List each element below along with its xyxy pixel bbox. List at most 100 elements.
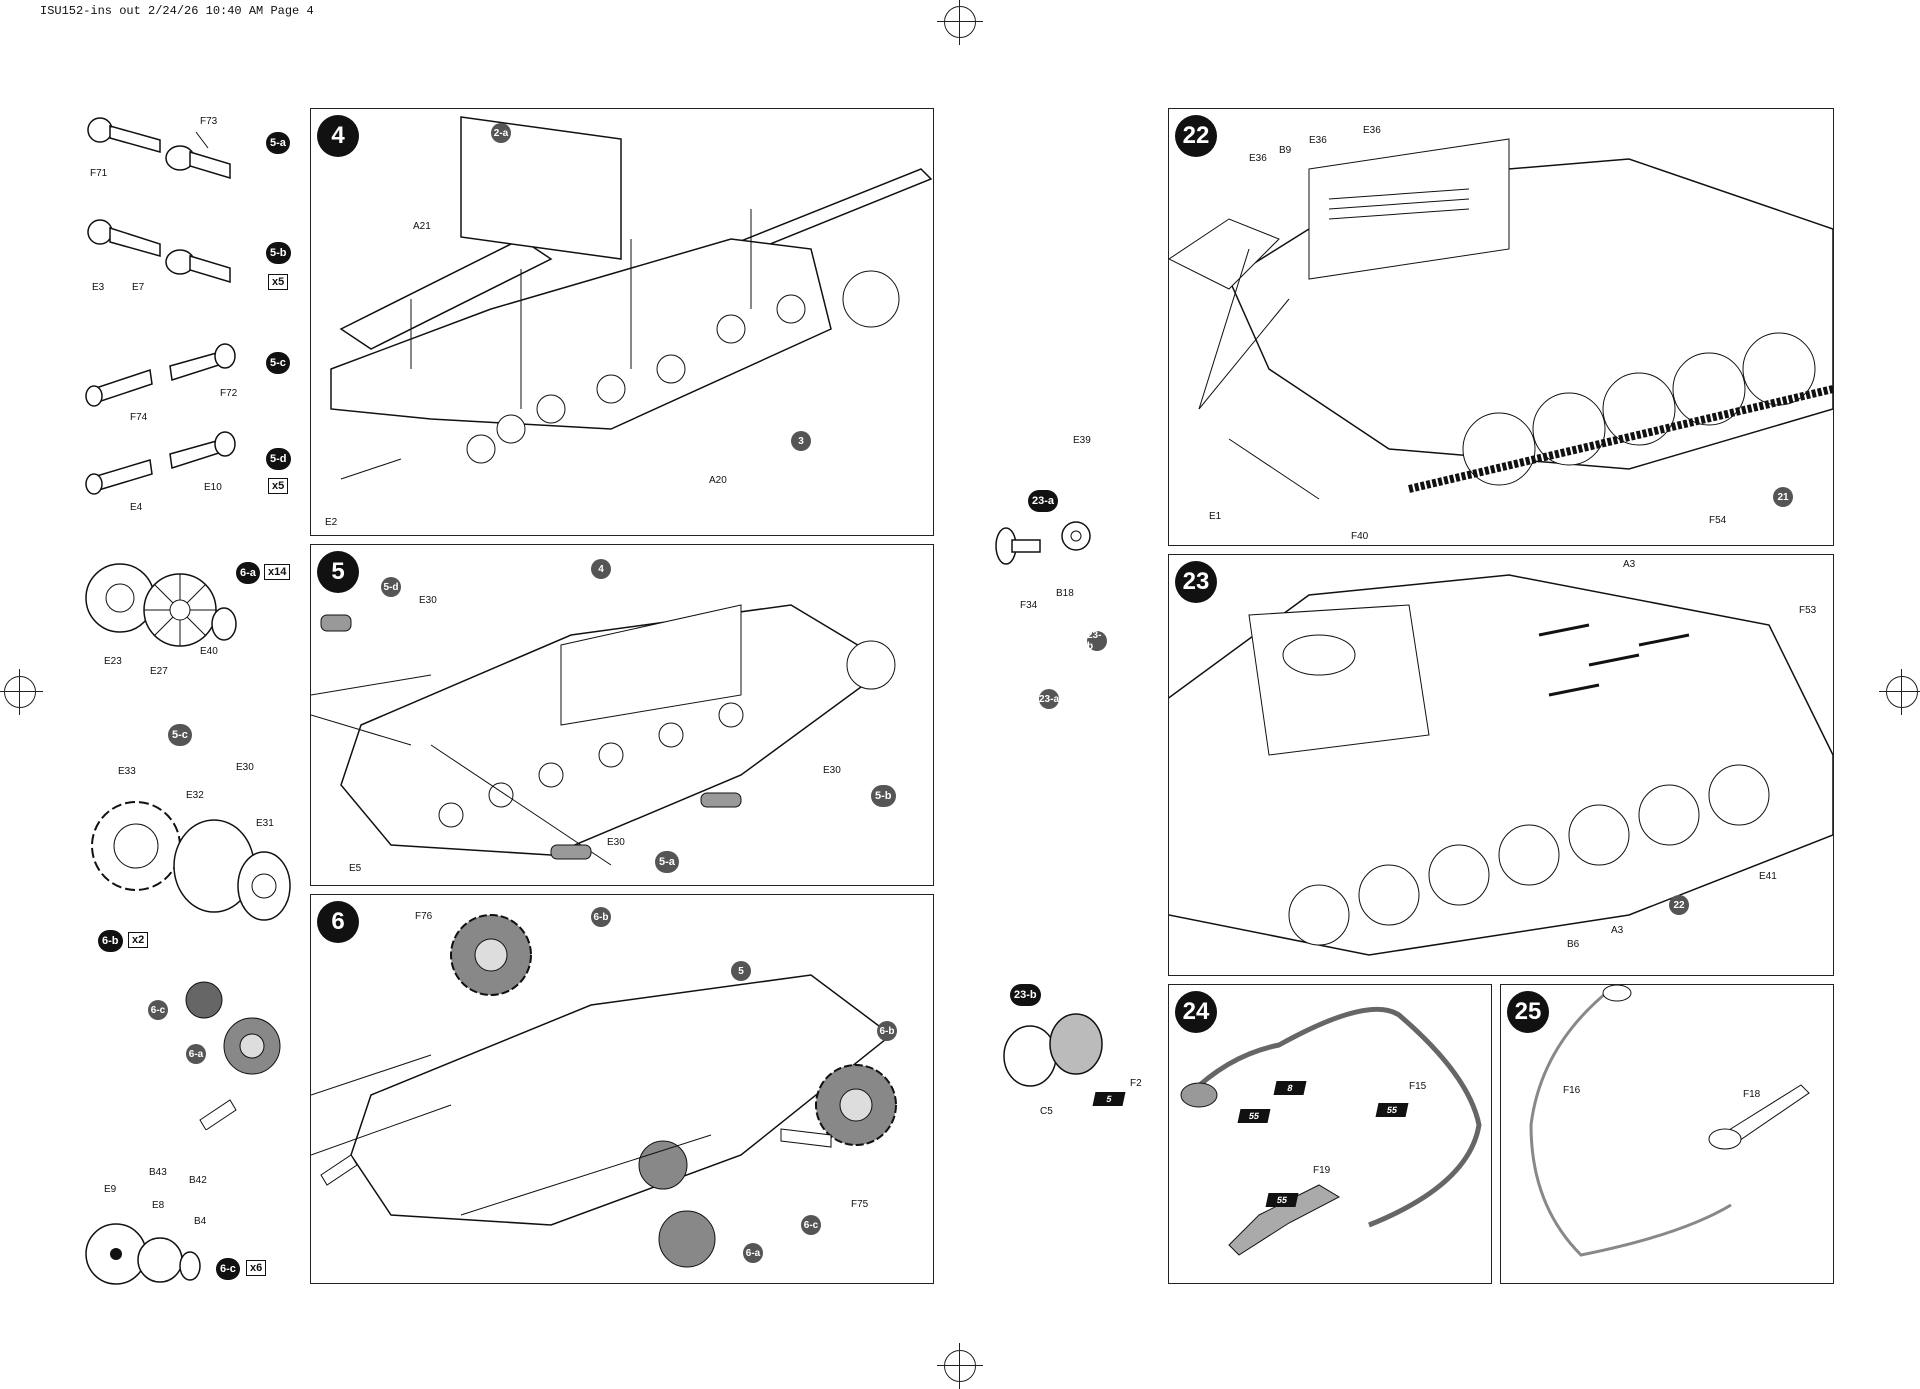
callout-badge: 5-b xyxy=(871,785,896,807)
step-6-drawing xyxy=(311,914,897,1268)
step-4-panel: 4 2-a A21 A20 3 E2 xyxy=(310,108,934,536)
subassembly-23a-drawing xyxy=(995,521,1091,565)
part-label: F40 xyxy=(1351,531,1369,542)
part-label: A3 xyxy=(1623,559,1636,570)
subassembly-5d-drawing xyxy=(85,431,236,495)
callout-badge: 6-b xyxy=(877,1021,897,1041)
step-number: 6 xyxy=(317,901,359,943)
part-label: B6 xyxy=(1567,939,1580,950)
subassembly-6c-drawing xyxy=(85,1223,201,1285)
badge-6c: 6-c xyxy=(216,1258,240,1280)
callout-badge: 5 xyxy=(731,961,751,981)
callout-badge: 22 xyxy=(1669,895,1689,915)
callout-badge: 3 xyxy=(791,431,811,451)
badge-5c: 5-c xyxy=(266,352,290,374)
part-label: E7 xyxy=(132,282,145,293)
part-label: E36 xyxy=(1249,153,1267,164)
part-label: F2 xyxy=(1130,1078,1142,1089)
decal-star: 5 xyxy=(1092,1092,1126,1106)
part-label: E36 xyxy=(1309,135,1327,146)
step-number: 25 xyxy=(1507,991,1549,1033)
part-label: F73 xyxy=(200,116,218,127)
callout-badge: 23-b xyxy=(1087,630,1107,652)
part-label: F75 xyxy=(851,1199,869,1210)
callout-badge: 6-a xyxy=(186,1044,206,1064)
part-label: E2 xyxy=(325,517,338,528)
part-label: B43 xyxy=(149,1167,167,1178)
step-5-panel: 5 4 5-d E30 E30 5-b E30 5-a E5 xyxy=(310,544,934,886)
step-25-panel: 25 F16 F18 xyxy=(1500,984,1834,1284)
quantity-box: x5 xyxy=(268,274,289,290)
part-label: E3 xyxy=(92,282,105,293)
callout-badge: 6-b xyxy=(591,907,611,927)
part-label: E30 xyxy=(823,765,841,776)
part-label: F15 xyxy=(1409,1081,1427,1092)
part-label: E31 xyxy=(256,818,274,829)
badge-5b: 5-b xyxy=(266,242,291,264)
subassembly-5b-drawing xyxy=(87,219,231,284)
callout-badge: 4 xyxy=(591,559,611,579)
decal-star: 55 xyxy=(1237,1109,1271,1123)
callout-badge: 6-c xyxy=(801,1215,821,1235)
badge-23b: 23-b xyxy=(1010,984,1041,1006)
part-label: E27 xyxy=(150,666,168,677)
part-label: E1 xyxy=(1209,511,1222,522)
part-label: F19 xyxy=(1313,1165,1331,1176)
callout-badge: 6-a xyxy=(743,1243,763,1263)
quantity-box: x6 xyxy=(246,1260,267,1276)
step-24-drawing xyxy=(1180,1006,1482,1256)
registration-mark-right xyxy=(1879,669,1920,715)
step-23-drawing xyxy=(1169,574,1833,956)
part-label: F18 xyxy=(1743,1089,1761,1100)
part-label: E40 xyxy=(200,646,218,657)
subassembly-5a-drawing xyxy=(87,117,231,180)
part-label: E10 xyxy=(204,482,222,493)
part-label: E5 xyxy=(349,863,362,874)
part-label: E32 xyxy=(186,790,204,801)
step-22-drawing xyxy=(1169,138,1833,500)
print-header: ISU152-ins out 2/24/26 10:40 AM Page 4 xyxy=(40,4,314,18)
part-label: B18 xyxy=(1056,588,1074,599)
part-label: E41 xyxy=(1759,871,1777,882)
step-6-panel: 6 F76 6-b 5 6-b B43 B42 6-c 6-a F75 xyxy=(149,894,934,1284)
step-22-panel: 22 E36 B9 E36 E36 E39 E1 F40 F54 21 xyxy=(1073,108,1834,546)
part-label: F53 xyxy=(1799,605,1817,616)
part-label: F76 xyxy=(415,911,433,922)
part-label: E30 xyxy=(236,762,254,773)
subassembly-6a-drawing xyxy=(85,563,237,647)
part-label: A20 xyxy=(709,475,727,486)
badge-23a: 23-a xyxy=(1028,490,1059,512)
subassembly-5c-drawing xyxy=(85,343,236,407)
subassembly-23b-drawing xyxy=(1003,1013,1103,1087)
part-label: E39 xyxy=(1073,435,1091,446)
quantity-box: x14 xyxy=(264,564,291,580)
step-23-panel: 23 A3 F53 23-b 23-a E41 22 B6 A3 xyxy=(1039,554,1834,976)
step-number: 22 xyxy=(1175,115,1217,157)
part-label: F72 xyxy=(220,388,238,399)
quantity-box: x5 xyxy=(268,478,289,494)
part-label: A3 xyxy=(1611,925,1624,936)
step6-side-parts xyxy=(185,981,281,1130)
step-number: 24 xyxy=(1175,991,1217,1033)
part-label: F54 xyxy=(1709,515,1727,526)
part-label: E30 xyxy=(607,837,625,848)
step-4-drawing xyxy=(330,116,933,480)
part-label: F34 xyxy=(1020,600,1038,611)
part-label: A21 xyxy=(413,221,431,232)
part-label: E8 xyxy=(152,1200,165,1211)
part-label: B4 xyxy=(194,1216,207,1227)
decal-star: 55 xyxy=(1265,1193,1299,1207)
callout-badge: 5-d xyxy=(381,577,401,597)
part-label: F74 xyxy=(130,412,148,423)
badge-6b: 6-b xyxy=(98,930,123,952)
step-25-drawing xyxy=(1529,985,1810,1257)
callout-badge: 5-a xyxy=(655,851,679,873)
part-label: B9 xyxy=(1279,145,1292,156)
decal-star: 8 xyxy=(1273,1081,1307,1095)
part-label: E4 xyxy=(130,502,143,513)
registration-mark-bottom xyxy=(937,1343,983,1389)
callout-badge: 6-c xyxy=(148,1000,168,1020)
part-label: E23 xyxy=(104,656,122,667)
part-label: B42 xyxy=(189,1175,207,1186)
step-number: 5 xyxy=(317,551,359,593)
